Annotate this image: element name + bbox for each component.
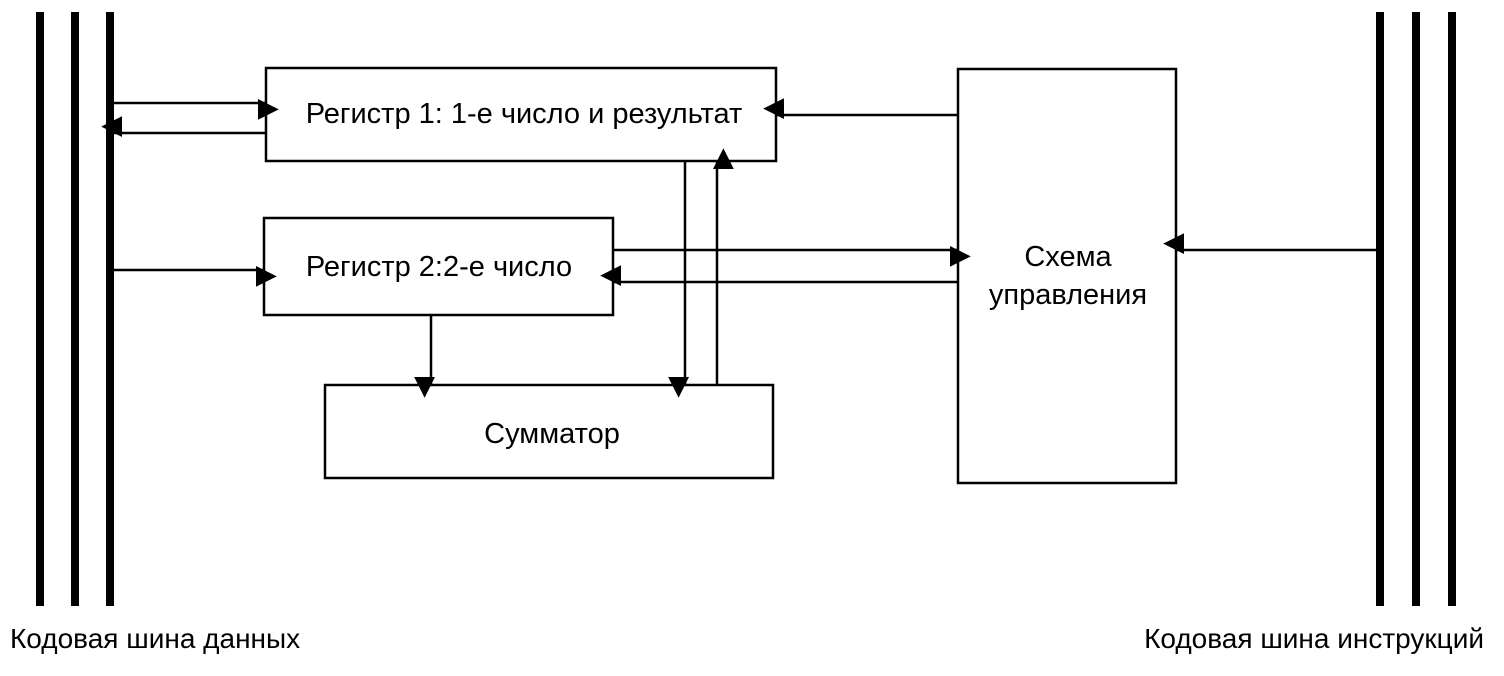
data-bus [36,12,114,606]
adder-block: Сумматор [323,383,775,480]
instruction-bus [1376,12,1456,606]
register-1-label: Регистр 1: 1-е число и результат [306,98,743,130]
register-2-label: Регистр 2:2-е число [306,251,572,283]
instruction-bus-caption: Кодовая шина инструкций [1144,623,1484,654]
control-unit-label-line-1: Схема [1024,241,1112,273]
register-2-block: Регистр 2:2-е число [262,216,615,317]
control-unit-label-line-2: управления [989,279,1147,311]
adder-label: Сумматор [484,418,620,450]
control-unit-block: Схема управления [956,67,1178,485]
register-1-block: Регистр 1: 1-е число и результат [264,66,778,163]
data-bus-caption: Кодовая шина данных [10,623,300,654]
